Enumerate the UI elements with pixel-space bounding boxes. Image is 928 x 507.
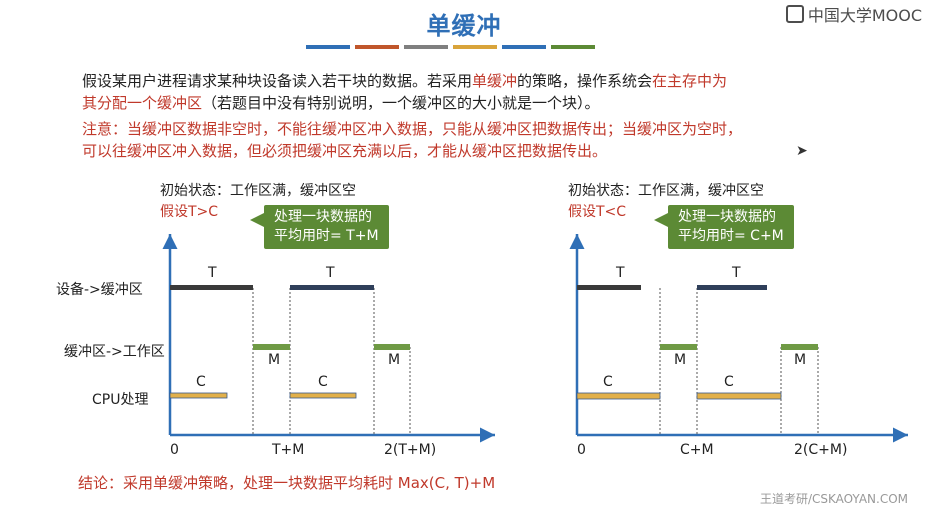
- right-assumption: 假设T<C: [568, 204, 627, 220]
- right-label-T-1: T: [616, 265, 625, 281]
- left-cpu-bar-2: [289, 392, 357, 399]
- intro-text: （若题目中没有特别说明，一个缓冲区的大小就是一个块）。: [202, 94, 600, 112]
- left-label-T-1: T: [208, 265, 217, 281]
- left-initial-state: 初始状态：工作区满，缓冲区空: [160, 183, 356, 199]
- right-transfer-bar-2: [781, 344, 818, 350]
- page-title: 单缓冲: [426, 12, 502, 40]
- row-label-cpu: CPU处理: [92, 392, 149, 408]
- right-callout-line-1: 处理一块数据的: [678, 209, 776, 225]
- left-callout-line-1: 处理一块数据的: [274, 209, 372, 225]
- note-line-1: 注意：当缓冲区数据非空时，不能往缓冲区冲入数据，只能从缓冲区把数据传出；当缓冲区…: [82, 120, 743, 138]
- intro-highlight-single-buffer: 单缓冲: [472, 72, 518, 90]
- right-initial-state: 初始状态：工作区满，缓冲区空: [568, 183, 764, 199]
- right-cpu-bar-1: [576, 392, 661, 400]
- left-callout-line-2: 平均用时= T+M: [274, 228, 379, 244]
- title-underline-green: [551, 45, 595, 49]
- row-label-device-to-buffer: 设备->缓冲区: [56, 282, 143, 298]
- right-label-C-1: C: [603, 374, 613, 390]
- left-assumption: 假设T>C: [160, 204, 219, 220]
- left-label-C-2: C: [318, 374, 328, 390]
- title-underline-gray: [404, 45, 448, 49]
- logo-icon: [785, 5, 804, 23]
- right-label-M-1: M: [674, 352, 687, 368]
- right-tick-2: 2(C+M): [794, 442, 848, 458]
- left-label-M-2: M: [388, 352, 401, 368]
- mooc-logo: 中国大学MOOC: [785, 2, 922, 26]
- right-transfer-bar-1: [660, 344, 697, 350]
- left-transfer-bar-1: [253, 344, 290, 350]
- footer-watermark: 王道考研/CSKAOYAN.COM: [759, 492, 908, 506]
- intro-text: 假设某用户进程请求某种块设备读入若干块的数据。若采用: [82, 72, 473, 90]
- right-tick-0: 0: [577, 442, 586, 458]
- left-tick-2: 2(T+M): [384, 442, 437, 458]
- mouse-cursor-icon: ➤: [796, 143, 808, 159]
- left-label-C-1: C: [196, 374, 206, 390]
- row-label-buffer-to-work: 缓冲区->工作区: [64, 344, 165, 360]
- right-label-T-2: T: [732, 265, 741, 281]
- right-device-bar-2: [697, 285, 767, 290]
- right-cpu-bar-2: [696, 392, 782, 400]
- right-label-M-2: M: [794, 352, 807, 368]
- left-label-T-2: T: [326, 265, 335, 281]
- intro-highlight-buffer: 其分配一个缓冲区: [82, 94, 203, 112]
- title-underline-blue: [306, 45, 350, 49]
- conclusion-text: 结论：采用单缓冲策略，处理一块数据平均耗时 Max(C, T)+M: [78, 474, 496, 492]
- left-cpu-bar-1: [169, 392, 228, 399]
- logo-text: 中国大学MOOC: [807, 6, 922, 25]
- left-transfer-bar-2: [374, 344, 410, 350]
- left-device-bar-2: [290, 285, 374, 290]
- title-underline-orange: [355, 45, 399, 49]
- intro-line-1: 假设某用户进程请求某种块设备读入若干块的数据。若采用单缓冲的策略，操作系统会在主…: [82, 70, 902, 92]
- intro-highlight-main-memory: 在主存中为: [652, 72, 728, 90]
- right-callout-line-2: 平均用时= C+M: [678, 228, 784, 244]
- title-underline-yellow: [453, 45, 497, 49]
- intro-line-2: 其分配一个缓冲区（若题目中没有特别说明，一个缓冲区的大小就是一个块）。: [82, 92, 902, 114]
- left-tick-0: 0: [170, 442, 179, 458]
- right-tick-1: C+M: [680, 442, 714, 458]
- left-device-bar-1: [170, 285, 253, 290]
- left-tick-1: T+M: [272, 442, 305, 458]
- right-device-bar-1: [577, 285, 641, 290]
- note-line-2: 可以往缓冲区冲入数据，但必须把缓冲区充满以后，才能从缓冲区把数据传出。: [82, 142, 608, 160]
- left-label-M-1: M: [268, 352, 281, 368]
- right-label-C-2: C: [724, 374, 734, 390]
- right-callout: 处理一块数据的 平均用时= C+M: [654, 205, 794, 249]
- left-callout: 处理一块数据的 平均用时= T+M: [250, 205, 389, 249]
- intro-text: 的策略，操作系统会: [517, 72, 653, 90]
- title-underline-blue-2: [502, 45, 546, 49]
